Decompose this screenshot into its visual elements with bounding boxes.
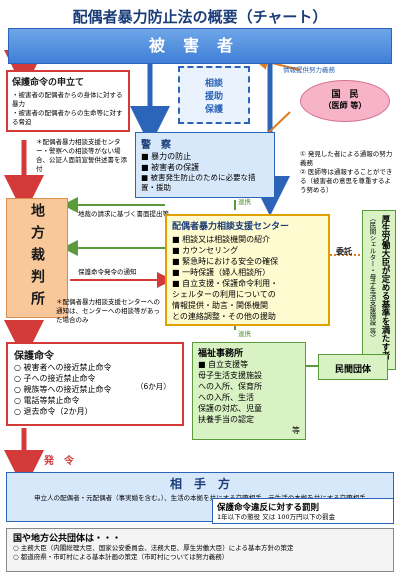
consult-item: 相談 (204, 78, 223, 89)
center-note: ＊配偶者暴力相談支援センターへの通知は、センターへの相談等があった場合のみ (56, 298, 160, 324)
police-box: 警 察 ■ 暴力の防止 ■ 被害者の保護 ■ 被害発生防止のために必要な措置・援… (135, 132, 275, 198)
citizens-sub: （医師 等） (323, 101, 367, 110)
other-party-heading: 相 手 方 (169, 477, 230, 491)
welfare-item: 母子生活支援施設 (198, 371, 262, 380)
doc-request-note: 地裁の請求に基づく書面提出等 (78, 210, 169, 218)
citizens-label: 国 民 (331, 90, 359, 100)
order-item: ○ 親族等への接近禁止命令 (14, 385, 112, 394)
police-item: ■ 被害発生防止のために必要な措置・援助 (141, 173, 256, 192)
center-item: ■ 一時保護（婦人相談所） (172, 268, 271, 277)
coop-label: 連携 (238, 330, 251, 338)
welfare-item: への入所、生活 (198, 393, 254, 402)
welfare-item: 扶養手当の認定 (198, 415, 254, 424)
doctor-note: ① 発見した者による通報の努力義務 (300, 150, 393, 167)
order-heading: 保護命令 (14, 351, 54, 362)
welfare-heading: 福祉事務所 (198, 349, 244, 359)
protection-request-item: ・被害者の配偶者からの生命等に対する脅迫 (12, 109, 123, 126)
penalty-box: 保護命令違反に対する罰則 1年以下の懲役 又は 100万円以下の罰金 (212, 498, 394, 524)
center-item: ■ 相談又は相談機関の紹介 (172, 235, 271, 244)
police-item: ■ 暴力の防止 (141, 152, 192, 161)
protection-request-heading: 保護命令の申立て (12, 78, 85, 88)
consult-item: 保護 (204, 104, 223, 115)
order-item: ○ 退去命令（2か月） (14, 407, 93, 416)
minister-box: 厚生労働大臣が定める基準を満たす者 （民間シェルター・母子生活支援施設 等） (362, 210, 396, 370)
court-label: 地方裁判所 (29, 203, 45, 313)
order-item: ○ 電話等禁止命令 (14, 396, 80, 405)
private-box: 民間団体 (318, 354, 388, 380)
center-item: との連絡調整・その他の援助 (172, 312, 276, 321)
delegation-label: 委託 (336, 247, 352, 256)
doctor-note: ② 医師等は通報することができる（被害者の意思を尊重するよう努める） (300, 168, 393, 194)
minister-sub: （民間シェルター・母子生活支援施設 等） (368, 215, 376, 341)
consult-note: ＊配偶者暴力相談支援センター・警察への相談等がない場合、公証人面前宣誓供述書を添… (36, 138, 127, 173)
coop-label: 連携 (238, 198, 251, 206)
order-item: ○ 被害者への接近禁止命令 (14, 363, 112, 372)
protection-request-box: 保護命令の申立て ・被害者の配偶者からの身体に対する暴力 ・被害者の配偶者からの… (6, 70, 130, 132)
welfare-item: 等 (292, 426, 300, 435)
consult-box: 相談 援助 保護 (178, 66, 250, 124)
minister-label: 厚生労働大臣が定める基準を満たす者 (380, 215, 390, 360)
victim-bar: 被害者 (8, 28, 392, 64)
gov-heading: 国や地方公共団体は・・・ (13, 534, 122, 544)
welfare-box: 福祉事務所 ■ 自立支援等 母子生活支援施設 への入所、保育所 への入所、生活 … (192, 342, 306, 440)
center-item: 情報提供・助言・関係機関 (172, 301, 268, 310)
gov-item: ○ 都道府県・市町村による基本計画の策定（市町村については努力義務） (13, 553, 229, 561)
citizens-oval: 国 民 （医師 等） (300, 80, 390, 122)
center-item: ■ 緊急時における安全の確保 (172, 257, 279, 266)
welfare-item: 保護の対応、児童 (198, 404, 262, 413)
private-label: 民間団体 (334, 365, 371, 375)
order-notice-label: 保護命令発令の通知 (78, 268, 137, 276)
info-duty-label: 情報提供努力義務 (283, 66, 335, 74)
police-item: ■ 被害者の保護 (141, 163, 200, 172)
issue-label: 発 令 (44, 456, 74, 467)
center-heading: 配偶者暴力相談支援センター (172, 222, 290, 232)
center-box: 配偶者暴力相談支援センター ■ 相談又は相談機関の紹介 ■ カウンセリング ■ … (165, 214, 330, 326)
protection-request-item: ・被害者の配偶者からの身体に対する暴力 (12, 91, 123, 108)
doctor-notes: ① 発見した者による通報の努力義務 ② 医師等は通報することができる（被害者の意… (300, 150, 396, 195)
penalty-text: 1年以下の懲役 又は 100万円以下の罰金 (217, 513, 336, 521)
consult-item: 援助 (204, 91, 223, 102)
page-title: 配偶者暴力防止法の概要（チャート） (72, 8, 328, 26)
order-box: 保護命令 ○ 被害者への接近禁止命令 ○ 子への接近禁止命令 ○ 親族等への接近… (6, 342, 184, 426)
gov-box: 国や地方公共団体は・・・ ○ 主務大臣（内閣総理大臣、国家公安委員会、法務大臣、… (6, 528, 394, 572)
order-item: ○ 子への接近禁止命令 (14, 374, 96, 383)
center-item: ■ カウンセリング (172, 246, 239, 255)
welfare-item: ■ 自立支援等 (198, 360, 249, 369)
court-box: 地方裁判所 (6, 198, 68, 318)
police-heading: 警 察 (141, 140, 171, 151)
penalty-heading: 保護命令違反に対する罰則 (217, 503, 320, 513)
other-party-body: 申立人の配偶者・元配偶者（事実婚を含む。）、生活の本拠を共にする交際相手、元生活… (34, 494, 366, 502)
order-period: （6か月） (136, 382, 171, 391)
center-item: ■ 自立支援・保護命令利用・ (172, 279, 279, 288)
center-item: シェルターの利用についての (172, 290, 276, 299)
gov-item: ○ 主務大臣（内閣総理大臣、国家公安委員会、法務大臣、厚生労働大臣）による基本方… (13, 544, 294, 552)
welfare-item: への入所、保育所 (198, 382, 262, 391)
